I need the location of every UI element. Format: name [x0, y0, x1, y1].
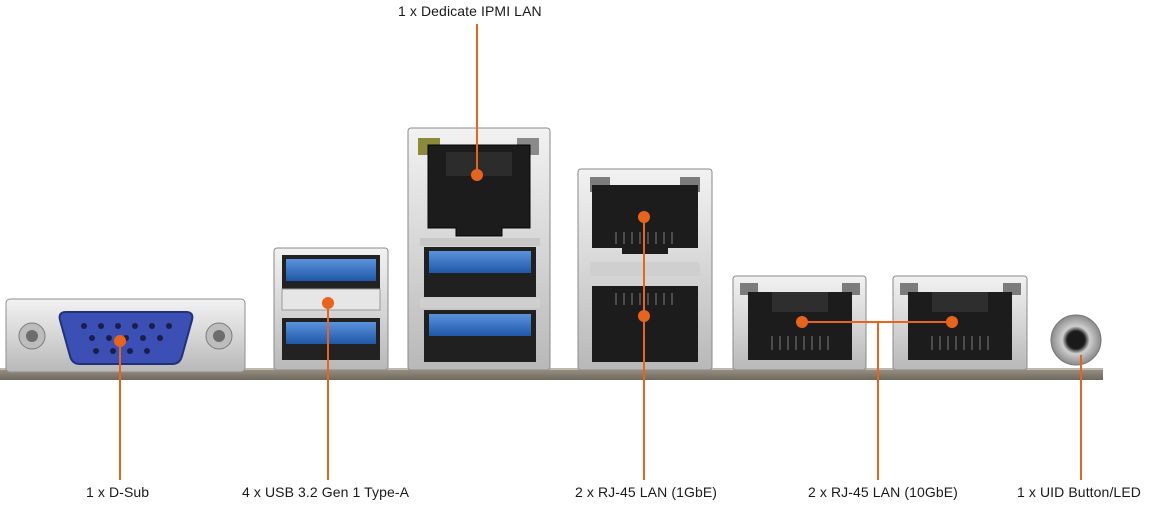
usb-stack-left — [273, 247, 389, 371]
dsub-connector — [5, 298, 246, 373]
label-uid-button: 1 x UID Button/LED — [1017, 484, 1141, 500]
label-lan-1gbe: 2 x RJ-45 LAN (1GbE) — [575, 484, 718, 500]
callout-lines — [119, 24, 1082, 480]
rear-bracket — [0, 368, 1103, 380]
label-usb: 4 x USB 3.2 Gen 1 Type-A — [242, 484, 410, 500]
uid-button — [1050, 314, 1102, 366]
ipmi-usb-tower — [407, 127, 551, 371]
callout-dots — [114, 169, 958, 347]
label-lan-10gbe: 2 x RJ-45 LAN (10GbE) — [808, 484, 958, 500]
rj45-10gbe-port-2 — [892, 275, 1028, 371]
label-dsub: 1 x D-Sub — [86, 484, 150, 500]
label-ipmi-lan: 1 x Dedicate IPMI LAN — [398, 3, 542, 19]
